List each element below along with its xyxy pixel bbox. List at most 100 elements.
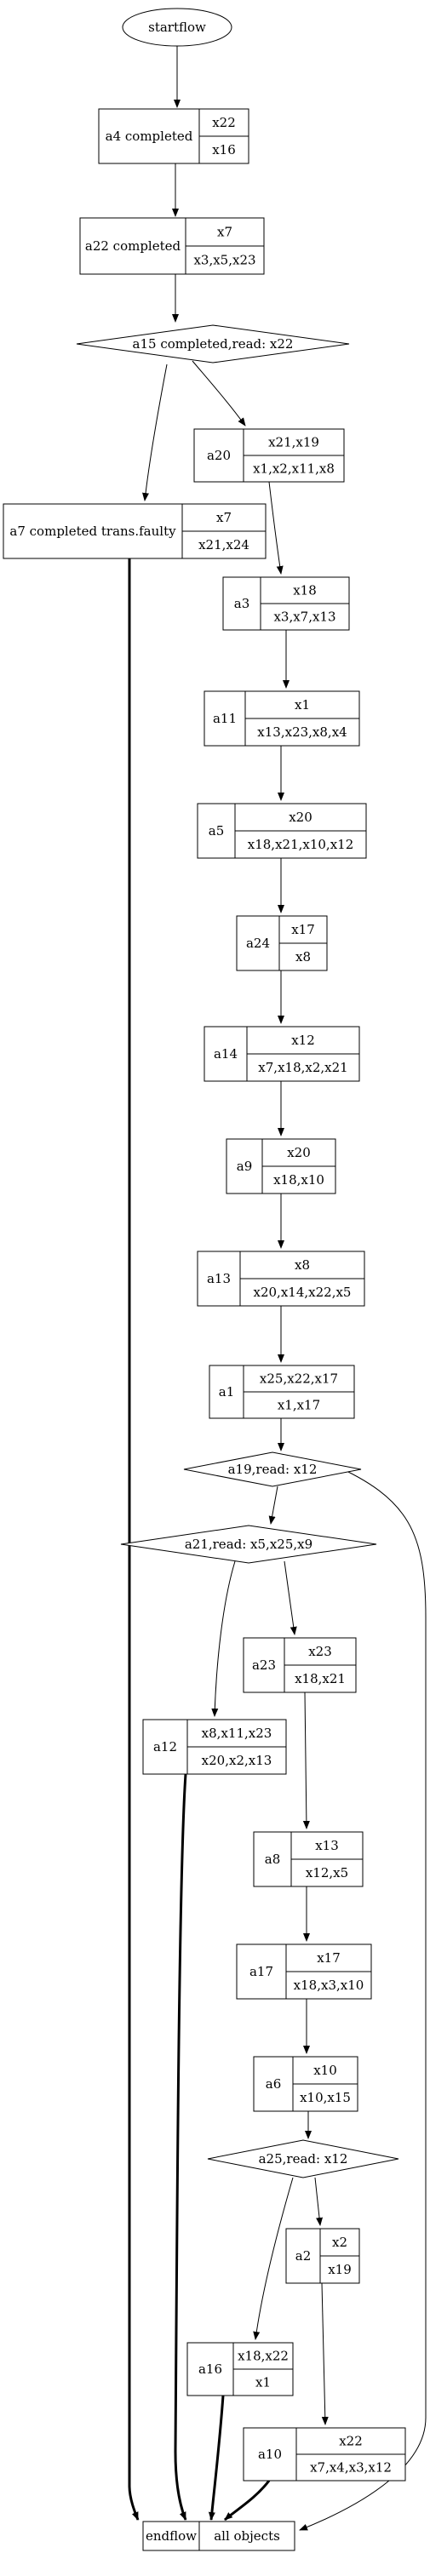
node-a6-name: a6 <box>266 2076 282 2092</box>
node-a11: a11 x1 x13,x23,x8,x4 <box>204 690 360 747</box>
start-label: startflow <box>148 20 206 35</box>
node-a10-reads: x7,x4,x3,x12 <box>310 2460 392 2476</box>
node-a9-writes: x20 <box>287 1145 311 1160</box>
decision-a19: a19,read: x12 <box>183 1451 362 1487</box>
edge-a2-a10 <box>321 2282 329 2425</box>
end-node: endflow all objects <box>142 2521 295 2551</box>
node-a4: a4 completed x22 x16 <box>98 108 249 164</box>
node-a1: a1 x25,x22,x17 x1,x17 <box>209 1365 355 1419</box>
node-a22-name: a22 completed <box>85 238 181 254</box>
node-a24-writes: x17 <box>291 922 315 937</box>
decision-a21: a21,read: x5,x25,x9 <box>120 1525 377 1564</box>
node-a23-reads: x18,x21 <box>295 1671 346 1686</box>
node-a3-reads: x3,x7,x13 <box>273 610 335 625</box>
edge-a15-a7 <box>142 364 168 501</box>
decision-a21-label: a21,read: x5,x25,x9 <box>185 1537 312 1552</box>
node-a16-name: a16 <box>198 2361 222 2377</box>
edge-a25-a16 <box>253 2177 294 2340</box>
edge-a21-a12 <box>211 1560 236 1717</box>
node-a22: a22 completed x7 x3,x5,x23 <box>79 217 265 275</box>
node-a5-name: a5 <box>209 823 225 839</box>
node-a12-name: a12 <box>153 1739 177 1755</box>
node-a23-writes: x23 <box>308 1644 332 1659</box>
node-a3-name: a3 <box>234 596 250 611</box>
end-label: endflow <box>146 2528 197 2544</box>
node-a17-writes: x17 <box>317 1950 341 1966</box>
decision-a15-label: a15 completed,read: x22 <box>133 336 294 352</box>
node-a4-writes: x22 <box>212 115 236 130</box>
node-a11-reads: x13,x23,x8,x4 <box>257 724 347 740</box>
node-a14-name: a14 <box>214 1046 238 1062</box>
edge-a20-a3 <box>268 481 284 575</box>
node-a13: a13 x8 x20,x14,x22,x5 <box>197 1251 365 1307</box>
node-a9: a9 x20 x18,x10 <box>226 1138 336 1194</box>
node-a1-name: a1 <box>219 1384 235 1400</box>
node-a14-reads: x7,x18,x2,x21 <box>258 1060 347 1075</box>
node-a22-reads: x3,x5,x23 <box>193 253 255 268</box>
node-a23: a23 x23 x18,x21 <box>243 1637 357 1693</box>
node-a10: a10 x22 x7,x4,x3,x12 <box>243 2427 406 2482</box>
decision-a25-diamond <box>207 2139 399 2178</box>
node-a12-reads: x20,x2,x13 <box>202 1753 272 1768</box>
decision-a19-diamond <box>183 1451 362 1487</box>
node-a23-name: a23 <box>252 1657 276 1673</box>
end-objects-label: all objects <box>214 2528 280 2544</box>
end-box <box>142 2521 295 2551</box>
node-a10-name: a10 <box>258 2447 282 2462</box>
node-a16: a16 x18,x22 x1 <box>186 2342 294 2396</box>
edges-layer <box>128 46 427 2531</box>
node-a2-name: a2 <box>295 2248 312 2264</box>
node-a20-reads: x1,x2,x11,x8 <box>253 461 335 477</box>
decision-a25-label: a25,read: x12 <box>259 2151 348 2167</box>
node-a4-reads: x16 <box>212 142 236 157</box>
node-a8-name: a8 <box>265 1852 281 1867</box>
nodes-layer: startflow a4 completed x22 x16 a22 completed… <box>3 8 406 2551</box>
edge-a12-end <box>174 1773 187 2521</box>
node-a5-reads: x18,x21,x10,x12 <box>248 837 354 852</box>
edge-a25-a2 <box>314 2177 324 2226</box>
node-a16-writes: x18,x22 <box>238 2349 289 2364</box>
node-a16-reads: x1 <box>255 2375 271 2390</box>
node-a12-writes: x8,x11,x23 <box>202 1726 272 1741</box>
node-a13-reads: x20,x14,x22,x5 <box>254 1285 352 1300</box>
node-a11-name: a11 <box>213 711 237 726</box>
node-a14-writes: x12 <box>291 1033 315 1048</box>
node-a9-reads: x18,x10 <box>273 1172 324 1188</box>
edge-a16-end <box>208 2395 225 2521</box>
edge-a21-a23 <box>284 1560 297 1635</box>
node-a7-writes: x7 <box>216 510 232 525</box>
decision-a19-label: a19,read: x12 <box>228 1462 318 1477</box>
decision-a15-diamond <box>76 324 350 364</box>
node-a10-writes: x22 <box>339 2434 363 2449</box>
node-a7-name: a7 completed trans.faulty <box>9 524 176 539</box>
node-a20-name: a20 <box>207 448 231 463</box>
node-a4-name: a4 completed <box>106 129 193 144</box>
node-a22-writes: x7 <box>217 225 232 240</box>
node-a12: a12 x8,x11,x23 x20,x2,x13 <box>142 1719 287 1775</box>
decision-a15: a15 completed,read: x22 <box>76 324 350 364</box>
node-a7-reads: x21,x24 <box>198 537 249 552</box>
node-a13-name: a13 <box>207 1271 231 1286</box>
node-a17-reads: x18,x3,x10 <box>294 1978 364 1993</box>
node-a9-name: a9 <box>237 1159 253 1174</box>
node-a17: a17 x17 x18,x3,x10 <box>236 1943 372 2000</box>
node-a11-writes: x1 <box>295 697 310 713</box>
start-ellipse <box>122 8 232 47</box>
decision-a25: a25,read: x12 <box>207 2139 399 2178</box>
node-a1-writes: x25,x22,x17 <box>260 1371 338 1387</box>
edge-a19-end <box>299 1463 427 2531</box>
start-node: startflow <box>122 8 232 47</box>
node-a24-name: a24 <box>246 936 270 951</box>
node-a1-reads: x1,x17 <box>278 1398 320 1413</box>
node-a8-writes: x13 <box>315 1838 339 1853</box>
edge-a23-a8 <box>302 1692 310 1829</box>
node-a13-writes: x8 <box>295 1257 310 1273</box>
decision-a21-diamond <box>120 1525 377 1564</box>
edge-a19-a21 <box>268 1485 278 1525</box>
node-a17-name: a17 <box>249 1964 273 1979</box>
node-a5-writes: x20 <box>289 810 312 825</box>
